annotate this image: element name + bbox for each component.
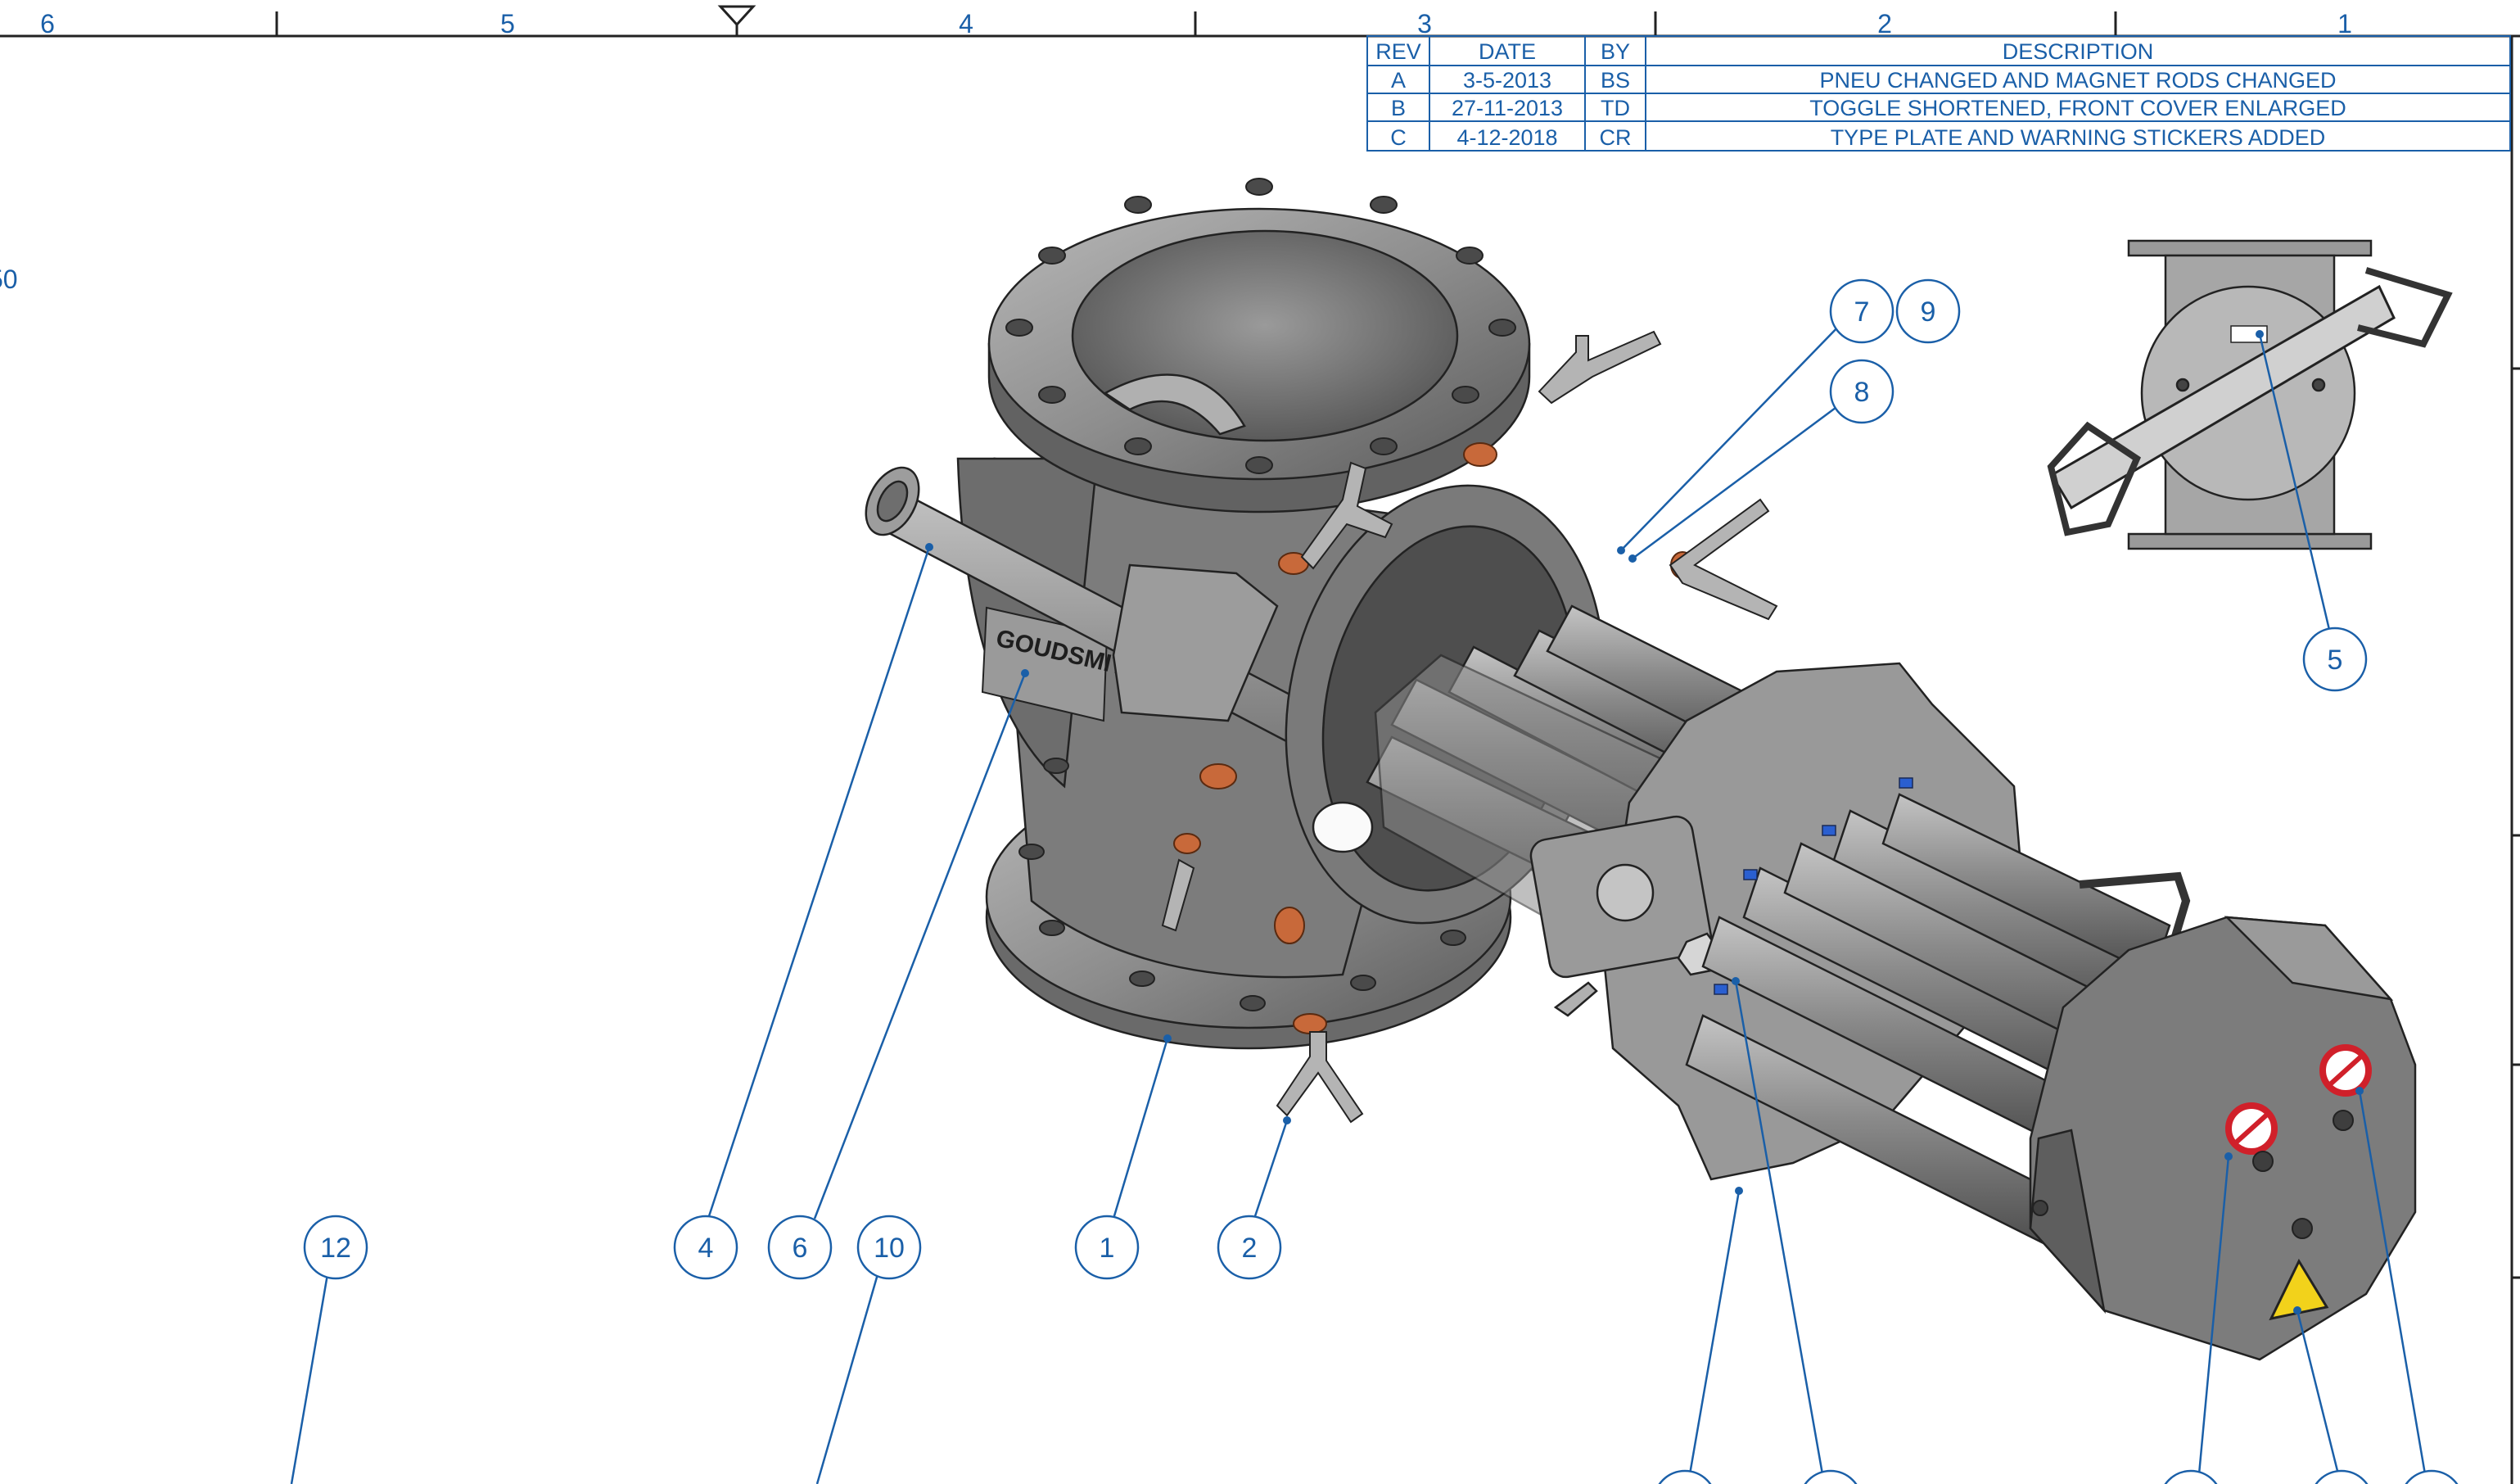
- table-cell: TOGGLE SHORTENED, FRONT COVER ENLARGED: [1809, 96, 2346, 120]
- balloon-4: 4: [698, 1233, 714, 1264]
- table-cell: A: [1391, 68, 1406, 93]
- balloon-labels: 12 4 6 10 1 2 7 9 8 5: [320, 296, 2342, 1264]
- upper-flange: [987, 207, 1531, 514]
- cropped-dimension-text: 50: [0, 265, 18, 294]
- toggle-hub: [1529, 815, 1721, 1017]
- balloon-6: 6: [793, 1233, 808, 1264]
- table-cell: C: [1390, 125, 1407, 150]
- by-header: BY: [1601, 39, 1630, 64]
- end-cover: [2029, 916, 2417, 1361]
- table-cell: BS: [1601, 68, 1630, 93]
- table-cell: TYPE PLATE AND WARNING STICKERS ADDED: [1831, 125, 2326, 150]
- balloon-5: 5: [2328, 645, 2343, 676]
- copper-seals: [1173, 442, 1695, 1034]
- rev-header: REV: [1375, 39, 1421, 64]
- inset-top-view: [2047, 239, 2453, 550]
- table-cell: CR: [1600, 125, 1632, 150]
- clamp-block: [1112, 563, 1279, 722]
- balloon-9: 9: [1921, 296, 1936, 328]
- leader-arrowheads: [925, 330, 2364, 1314]
- pneumatic-fittings: [1161, 330, 1778, 1124]
- zone-label: 5: [500, 9, 515, 38]
- prohibition-sign-icon: [2225, 1044, 2372, 1155]
- table-cell: 27-11-2013: [1452, 96, 1563, 120]
- zone-label: 4: [959, 9, 973, 38]
- table-cell: 4-12-2018: [1456, 125, 1557, 150]
- flip-mark-icon: [717, 5, 756, 36]
- date-header: DATE: [1479, 39, 1536, 64]
- table-cell: 3-5-2013: [1463, 68, 1551, 93]
- zone-label: 6: [40, 9, 55, 38]
- zone-labels: 6 5 4 3 2 1 50: [0, 9, 2352, 294]
- item-balloons: [303, 278, 2459, 1484]
- balloon-10: 10: [874, 1233, 905, 1264]
- table-cell: TD: [1601, 96, 1630, 120]
- bolt-holes: [1005, 178, 1516, 474]
- leader-lines: [290, 322, 2427, 1484]
- balloon-8: 8: [1854, 377, 1870, 408]
- rod-fittings: [1714, 777, 1913, 995]
- revision-table: REV DATE BY DESCRIPTION A 3-5-2013 BS PN…: [1366, 35, 2511, 152]
- balloon-7: 7: [1854, 296, 1870, 328]
- zone-label: 1: [2337, 9, 2352, 38]
- description-header: DESCRIPTION: [2003, 39, 2154, 64]
- isometric-separator-drawing: GOUDSMIT: [865, 178, 2417, 1361]
- balloon-1: 1: [1100, 1233, 1115, 1264]
- table-cell: B: [1391, 96, 1406, 120]
- zone-label: 2: [1877, 9, 1892, 38]
- balloon-2: 2: [1242, 1233, 1258, 1264]
- zone-label: 3: [1417, 9, 1432, 38]
- balloon-12: 12: [320, 1233, 351, 1264]
- table-cell: PNEU CHANGED AND MAGNET RODS CHANGED: [1819, 68, 2336, 93]
